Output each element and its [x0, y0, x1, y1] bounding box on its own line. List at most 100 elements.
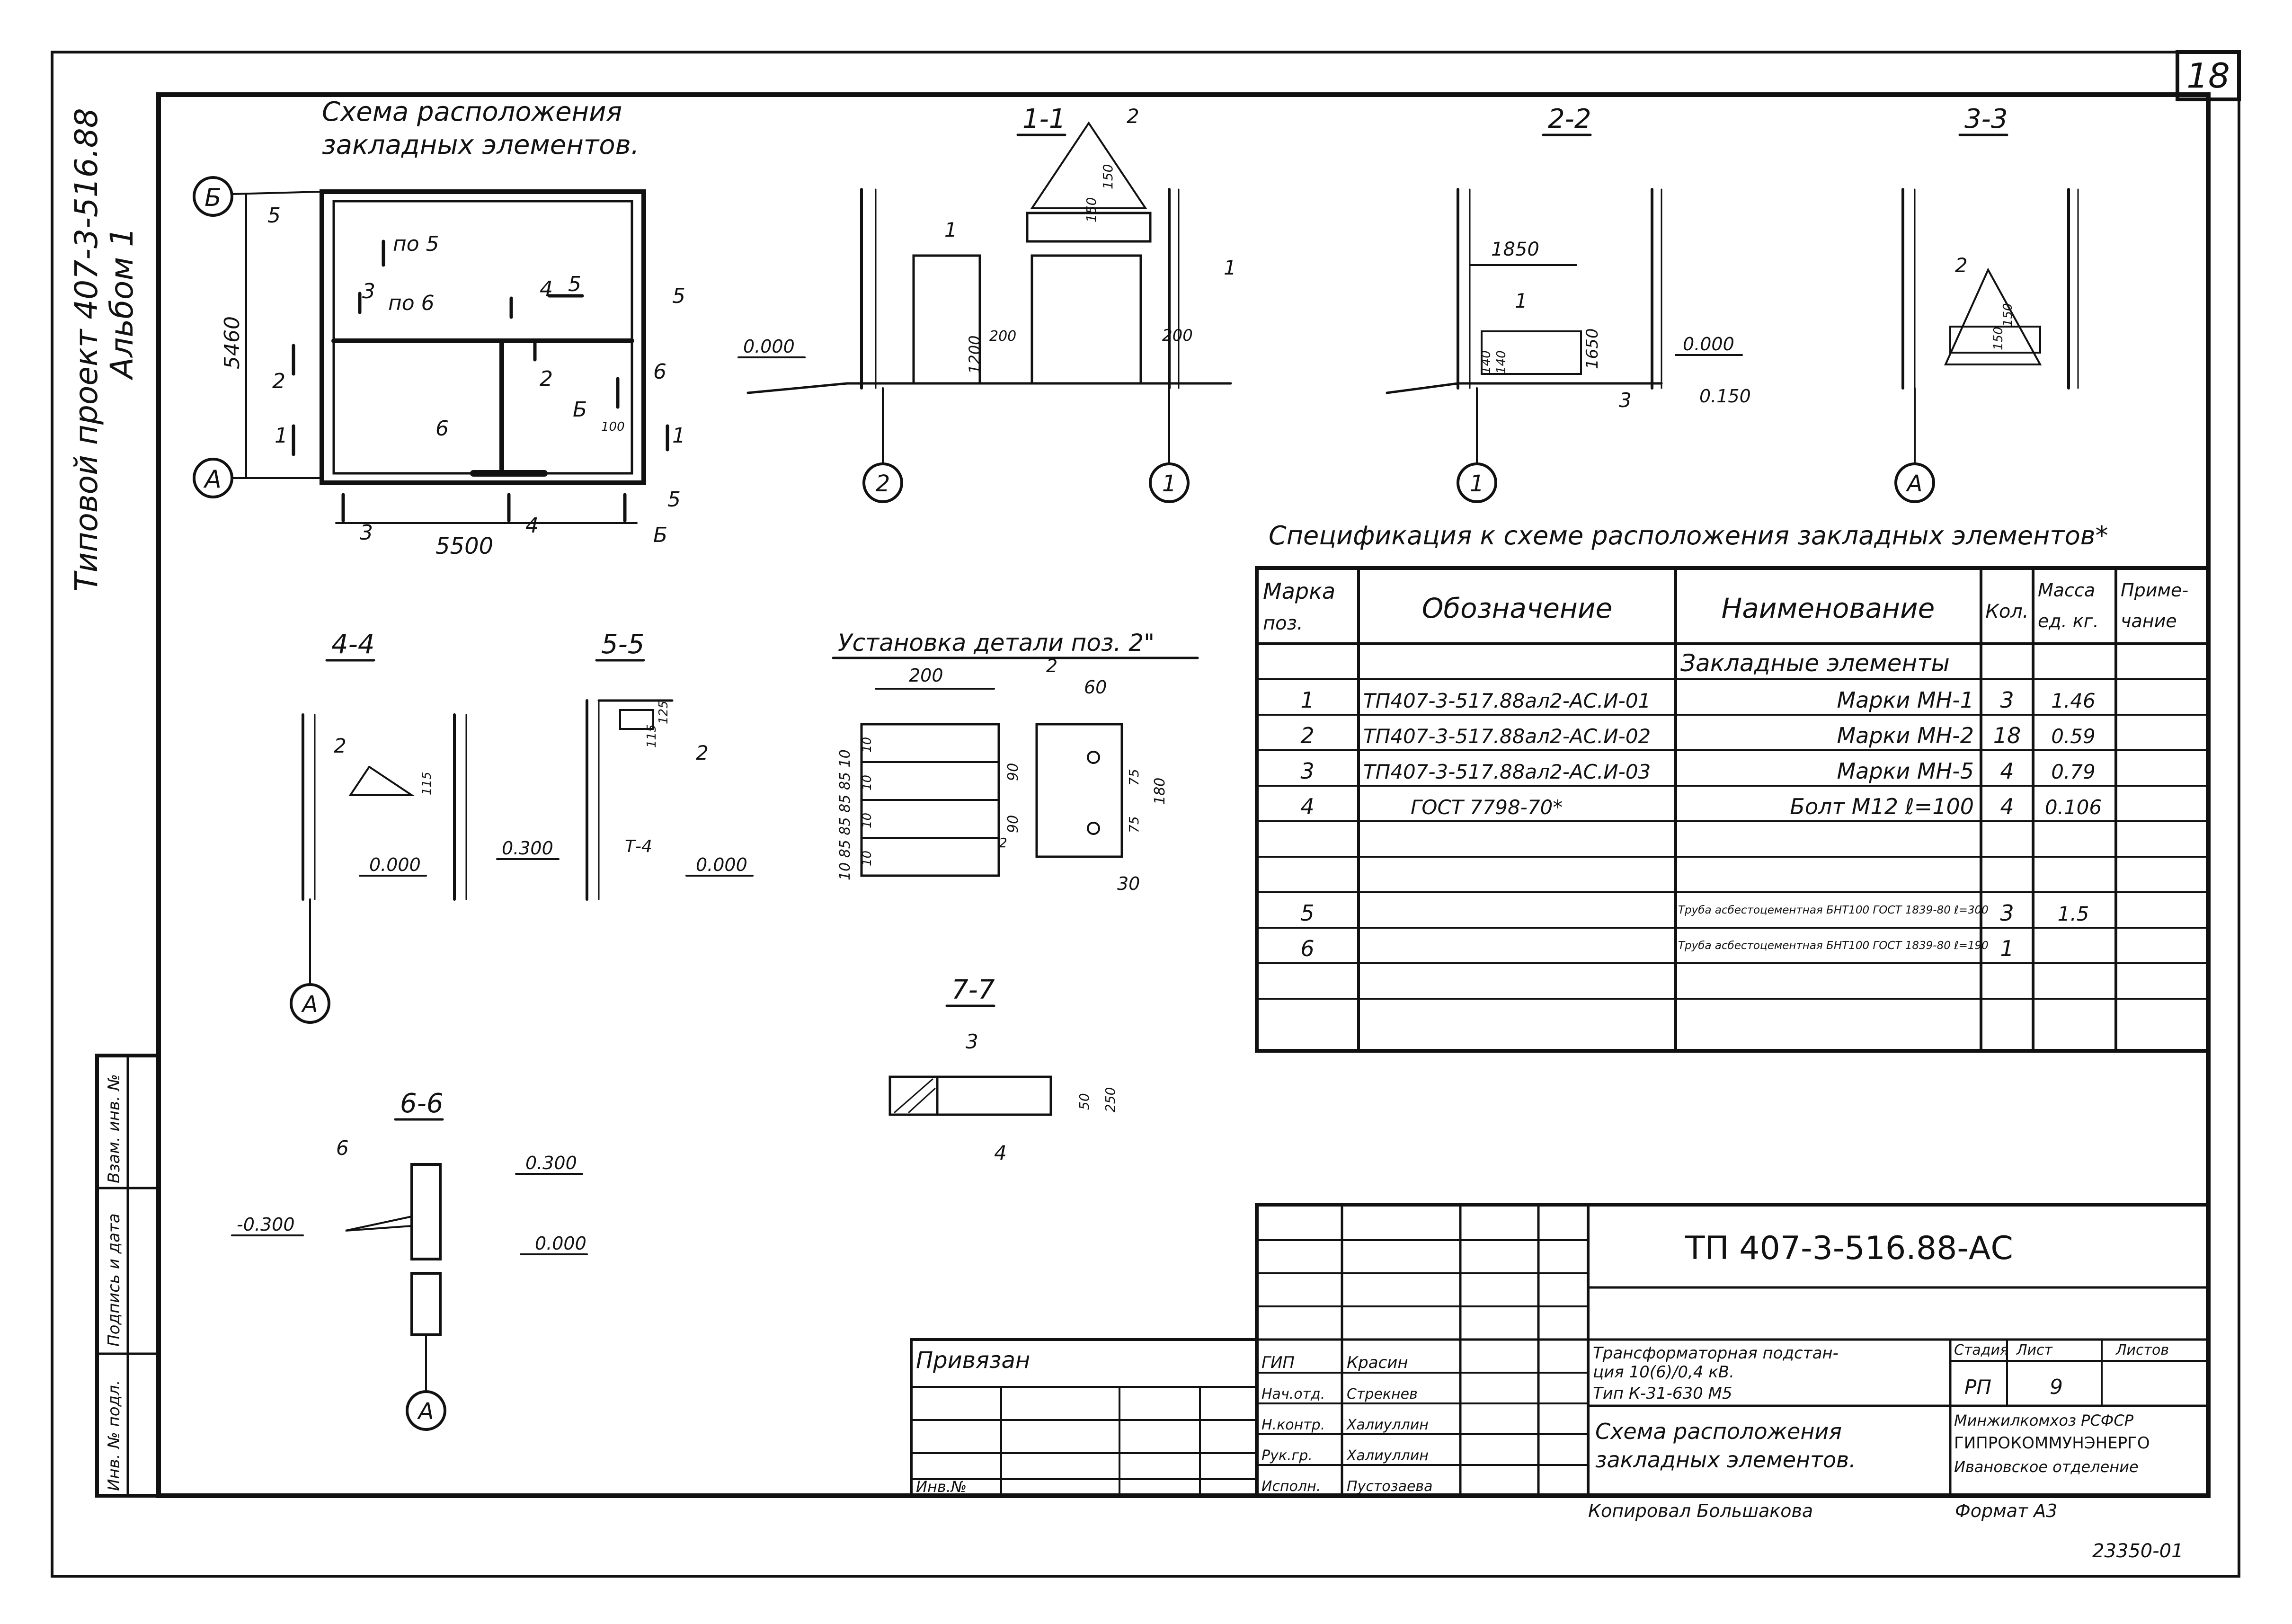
section-4-4: 4-4 2 115 0.000 А [290, 629, 467, 1024]
tb-role-3: Н.контр. [1261, 1417, 1325, 1433]
plan-label-6b: 6 [435, 417, 449, 441]
spec-row1-qty: 3 [2000, 687, 2014, 713]
detail2-label-2: 2 [1046, 656, 1057, 676]
tb-role-2: Нач.отд. [1261, 1386, 1325, 1402]
detail2-mid-90b: 90 [1005, 815, 1022, 833]
spec-row2-name: Марки МН-2 [1837, 723, 1974, 748]
s77-title: 7-7 [951, 975, 995, 1005]
plan-dim-width: 5500 [435, 533, 493, 559]
spec-group: Закладные элементы [1680, 649, 1950, 677]
plan-title-line1: Схема расположения [322, 97, 622, 127]
s22-axis: 1 [1470, 470, 1484, 497]
detail2-dim-75b: 75 [1126, 816, 1142, 833]
spec-row4-pos: 4 [1300, 794, 1314, 819]
stamp-vzam: Взам. инв. № [105, 1074, 124, 1183]
s22-dim-140b: 140 [1494, 350, 1509, 374]
spec-row5-mass: 1.5 [2058, 902, 2089, 925]
s11-label-2: 2 [1127, 105, 1139, 128]
s66-level-300: 0.300 [525, 1153, 577, 1173]
s55-label-2: 2 [696, 741, 709, 764]
s55-title: 5-5 [601, 629, 644, 660]
s22-level-150: 0.150 [1699, 386, 1751, 407]
detail2-dim-200: 200 [909, 665, 943, 686]
spec-row4-qty: 4 [2000, 794, 2014, 819]
s44-dim-115: 115 [420, 772, 434, 795]
plan-label-po6: по 6 [388, 291, 435, 315]
s66-level-neg300: -0.300 [237, 1214, 295, 1235]
plan-label-2b: 2 [540, 367, 553, 391]
s11-dim-150a: 150 [1100, 164, 1116, 189]
s33-title: 3-3 [1964, 104, 2008, 134]
spec-h-designation: Обозначение [1422, 592, 1612, 624]
s11-title: 1-1 [1022, 104, 1066, 134]
plan-label-5c: 5 [672, 284, 685, 308]
tb-org-1: Минжилкомхоз РСФСР [1954, 1411, 2134, 1429]
spec-h-mass2: ед. кг. [2038, 611, 2099, 631]
tb-sheet: 9 [2050, 1375, 2063, 1399]
plan-label-1a: 1 [275, 424, 288, 448]
spec-table: Спецификация к схеме расположения заклад… [1255, 521, 2210, 1053]
detail2-mid-10a: 10 [860, 737, 874, 753]
detail2-mid-10b: 10 [860, 775, 874, 790]
tb-project-1: Трансформаторная подстан- [1593, 1344, 1839, 1363]
s55-dim-115: 115 [645, 724, 659, 748]
spec-row2-designation: ТП407-3-517.88ал2-АС.И-02 [1363, 725, 1651, 748]
spec-row6-name: Труба асбестоцементная БНТ100 ГОСТ 1839-… [1678, 940, 1989, 952]
s77-dim-250: 250 [1102, 1087, 1118, 1112]
detail2-dims-left: 10 85 85 85 85 10 [837, 749, 853, 880]
s22-label-1: 1 [1515, 289, 1528, 312]
s22-dim-140a: 140 [1479, 350, 1493, 374]
s55-level-000: 0.000 [696, 854, 747, 875]
tb-sheet-title-2: закладных элементов. [1595, 1447, 1856, 1473]
s55-dim-125: 125 [657, 701, 671, 724]
tb-format: Формат А3 [1955, 1500, 2057, 1521]
s11-axis-2: 2 [876, 470, 890, 497]
tb-privyazan: Привязан [916, 1347, 1030, 1374]
spec-row4-designation: ГОСТ 7798-70* [1411, 796, 1563, 819]
section-5-5: 5-5 125 115 2 Т-4 0.300 0.000 [496, 629, 754, 901]
spec-row5-pos: 5 [1300, 900, 1314, 926]
tb-name-2: Стрекнев [1347, 1386, 1418, 1402]
s22-dim-1850: 1850 [1491, 239, 1539, 260]
plan-label-b1: Б [573, 398, 587, 422]
spec-h-mass1: Масса [2038, 580, 2095, 601]
plan-label-5b: 5 [568, 272, 581, 296]
detail2-title: Установка детали поз. 2" [838, 629, 1155, 657]
tb-sheets-label: Листов [2115, 1342, 2169, 1358]
spec-title: Спецификация к схеме расположения заклад… [1269, 521, 2108, 550]
section-3-3: 3-3 2 150 150 А [1894, 104, 2079, 503]
spec-row3-qty: 4 [2000, 758, 2014, 784]
spec-h-note1: Приме- [2121, 580, 2188, 601]
tb-role-1: ГИП [1261, 1353, 1295, 1372]
s11-dim-200b: 200 [1162, 326, 1193, 345]
s66-label-6: 6 [336, 1136, 349, 1160]
tb-sheet-label: Лист [2016, 1342, 2053, 1358]
spec-row4-mass: 0.106 [2045, 796, 2102, 819]
tb-org-3: Ивановское отделение [1954, 1458, 2139, 1476]
s66-axis: А [417, 1398, 434, 1425]
tb-project-3: Тип К-31-630 М5 [1593, 1384, 1732, 1403]
axis-bubble-b [193, 176, 233, 217]
s33-label-2: 2 [1955, 254, 1968, 277]
s33-dim-150a: 150 [1991, 327, 2006, 350]
spec-row5-name: Труба асбестоцементная БНТ100 ГОСТ 1839-… [1678, 904, 1989, 916]
spec-row3-pos: 3 [1300, 758, 1314, 784]
section-6-6: 6-6 6 0.300 -0.300 0.000 А [231, 1088, 588, 1431]
plan-label-4a: 4 [540, 277, 553, 301]
s11-dim-1200: 1200 [966, 336, 984, 374]
tb-role-4: Рук.гр. [1261, 1447, 1313, 1464]
spec-h-note2: чание [2121, 611, 2177, 631]
plan-label-1b: 1 [672, 424, 685, 448]
tb-name-5: Пустозаева [1347, 1478, 1433, 1495]
s11-dim-200a: 200 [989, 328, 1016, 345]
s55-level-300: 0.300 [502, 838, 553, 859]
s44-axis: А [301, 991, 318, 1018]
sheet-number-box [2176, 50, 2241, 101]
tb-project-2: ция 10(6)/0,4 кВ. [1593, 1363, 1734, 1382]
tb-org-2: ГИПРОКОММУНЭНЕРГО [1954, 1434, 2150, 1453]
axis-b-label: Б [204, 184, 222, 212]
plan-label-4b: 4 [525, 514, 539, 538]
section-2-2: 2-2 1850 1650 140 140 1 3 0.000 0.150 1 [1386, 104, 1751, 503]
s66-title: 6-6 [400, 1088, 443, 1119]
